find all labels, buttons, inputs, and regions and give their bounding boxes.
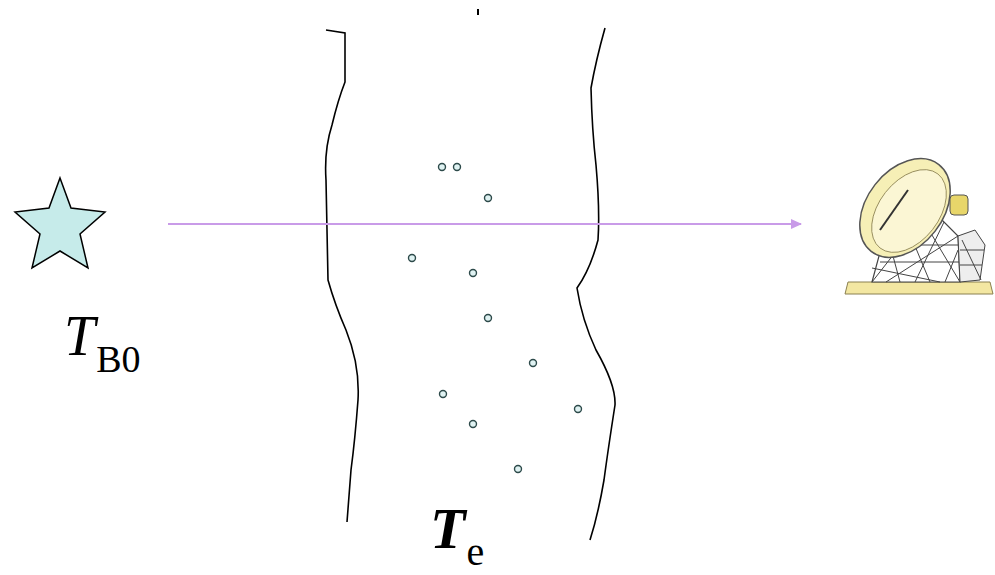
ray-arrow: [168, 223, 801, 225]
source-star: [15, 178, 105, 268]
temperature-symbol: T: [64, 308, 95, 364]
subscript-label: e: [466, 532, 484, 572]
cloud-particles: [409, 164, 582, 473]
temperature-symbol: T: [430, 500, 465, 558]
cloud-right-boundary: [577, 28, 615, 540]
subscript-label: B0: [96, 340, 140, 378]
cloud-left-boundary: [326, 30, 359, 522]
tick-mark: [477, 9, 479, 15]
radio-telescope-icon: [841, 141, 993, 294]
